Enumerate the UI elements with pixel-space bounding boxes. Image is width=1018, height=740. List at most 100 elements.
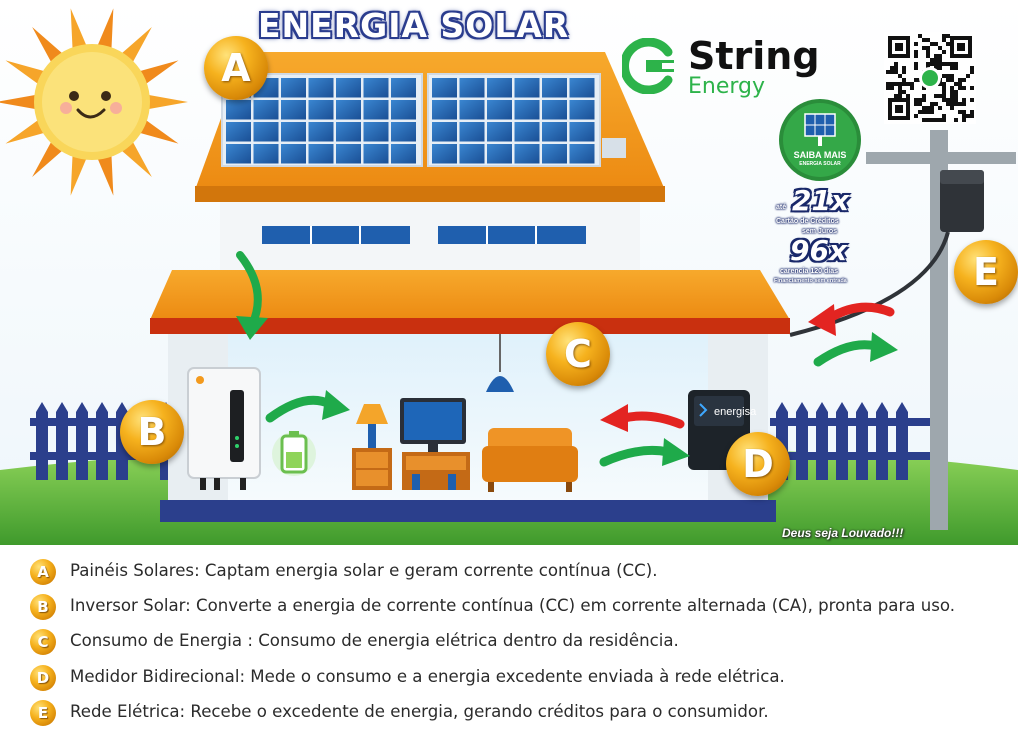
qr-module [938,82,942,86]
solar-cell [542,78,567,98]
qr-module [926,38,930,42]
qr-module [970,86,974,90]
qr-module [954,102,958,106]
qr-module [946,98,950,102]
sun-ray [97,154,114,196]
sun-ray [120,26,152,64]
qr-module [918,110,922,114]
arrow-inverter-to-home [265,390,350,423]
qr-module [966,74,970,78]
legend-text: Rede Elétrica: Recebe o excedente de ene… [70,702,769,721]
house-scene: energisa [0,0,1018,545]
qr-code-icon[interactable] [884,32,976,124]
qr-module [970,70,974,74]
qr-module [898,74,902,78]
qr-module [922,106,926,110]
legend-bullet: C [30,629,56,655]
qr-module [954,118,958,122]
solar-cell [226,122,251,142]
solar-cell [253,122,279,142]
qr-module [914,42,918,46]
qr-module [954,90,958,94]
meter-brand-label: energisa [714,406,757,418]
sun-ray [97,8,114,50]
blessing-text: Deus seja Louvado!!! [782,526,904,540]
sun-ray [120,140,152,178]
qr-module [942,98,946,102]
qr-module [950,102,954,106]
qr-module [950,78,954,82]
qr-module [894,82,898,86]
solar-cell [363,78,389,98]
sun-ray [70,154,87,196]
badge-e: E [954,240,1018,304]
qr-module [926,50,930,54]
solar-cell [432,78,457,98]
badge-c: C [546,322,610,386]
solar-cell [391,100,416,120]
panel-a-cells [226,78,416,164]
solar-cell [514,144,540,164]
qr-module [942,86,946,90]
solar-cell [253,100,279,120]
qr-module [902,70,906,74]
qr-module [914,66,918,70]
solar-cell [459,78,485,98]
qr-module [914,78,918,82]
qr-module [930,102,934,106]
qr-module [922,46,926,50]
qr-module [918,102,922,106]
promo-installments-financing: 96x [790,234,848,267]
sun-ray [0,94,37,110]
promo-caption-card: Cartão de Créditos [776,218,839,225]
qr-module [934,58,938,62]
qr-module [942,114,946,118]
arrow-grid-to-home [808,302,895,336]
qr-module [950,66,954,70]
sun-ray [138,60,179,85]
solar-cell [363,144,389,164]
legend-text: Consumo de Energia : Consumo de energia … [70,631,679,650]
qr-module [894,66,898,70]
qr-module [942,62,946,66]
qr-module [930,62,934,66]
qr-module [890,70,894,74]
qr-module [934,62,938,66]
promo-caption-grace: carencia 120 dias [780,268,838,275]
qr-module [902,66,906,70]
qr-module [962,102,966,106]
saiba-mais-badge[interactable] [778,98,862,182]
promo-prefix: até [776,204,787,211]
sun-ray [32,26,64,64]
battery-icon [272,431,316,476]
qr-module [906,94,910,98]
qr-module [950,90,954,94]
qr-module [946,34,950,38]
qr-module [922,94,926,98]
sun-ray [32,140,64,178]
qr-module [950,106,954,110]
solar-cell [281,100,306,120]
utility-pole-icon [789,130,1016,530]
promo-installments-card: 21x [792,184,850,217]
solar-cell [459,100,485,120]
qr-module [898,94,902,98]
qr-module [958,78,962,82]
qr-module [950,86,954,90]
panel-b-cells [432,78,595,164]
legend-item-e: E Rede Elétrica: Recebe o excedente de e… [30,696,1018,726]
qr-module [898,82,902,86]
solar-cell [226,144,251,164]
solar-cell [391,144,416,164]
qr-module [914,98,918,102]
qr-module [954,98,958,102]
solar-cell [308,78,334,98]
arrow-meter-to-home [600,404,685,432]
payment-promo[interactable]: SAIBA MAIS ENERGIA SOLAR até 21x Cartão … [770,98,870,298]
qr-module [938,66,942,70]
solar-cell [487,78,512,98]
qr-module [914,102,918,106]
qr-module [958,102,962,106]
qr-module [962,98,966,102]
